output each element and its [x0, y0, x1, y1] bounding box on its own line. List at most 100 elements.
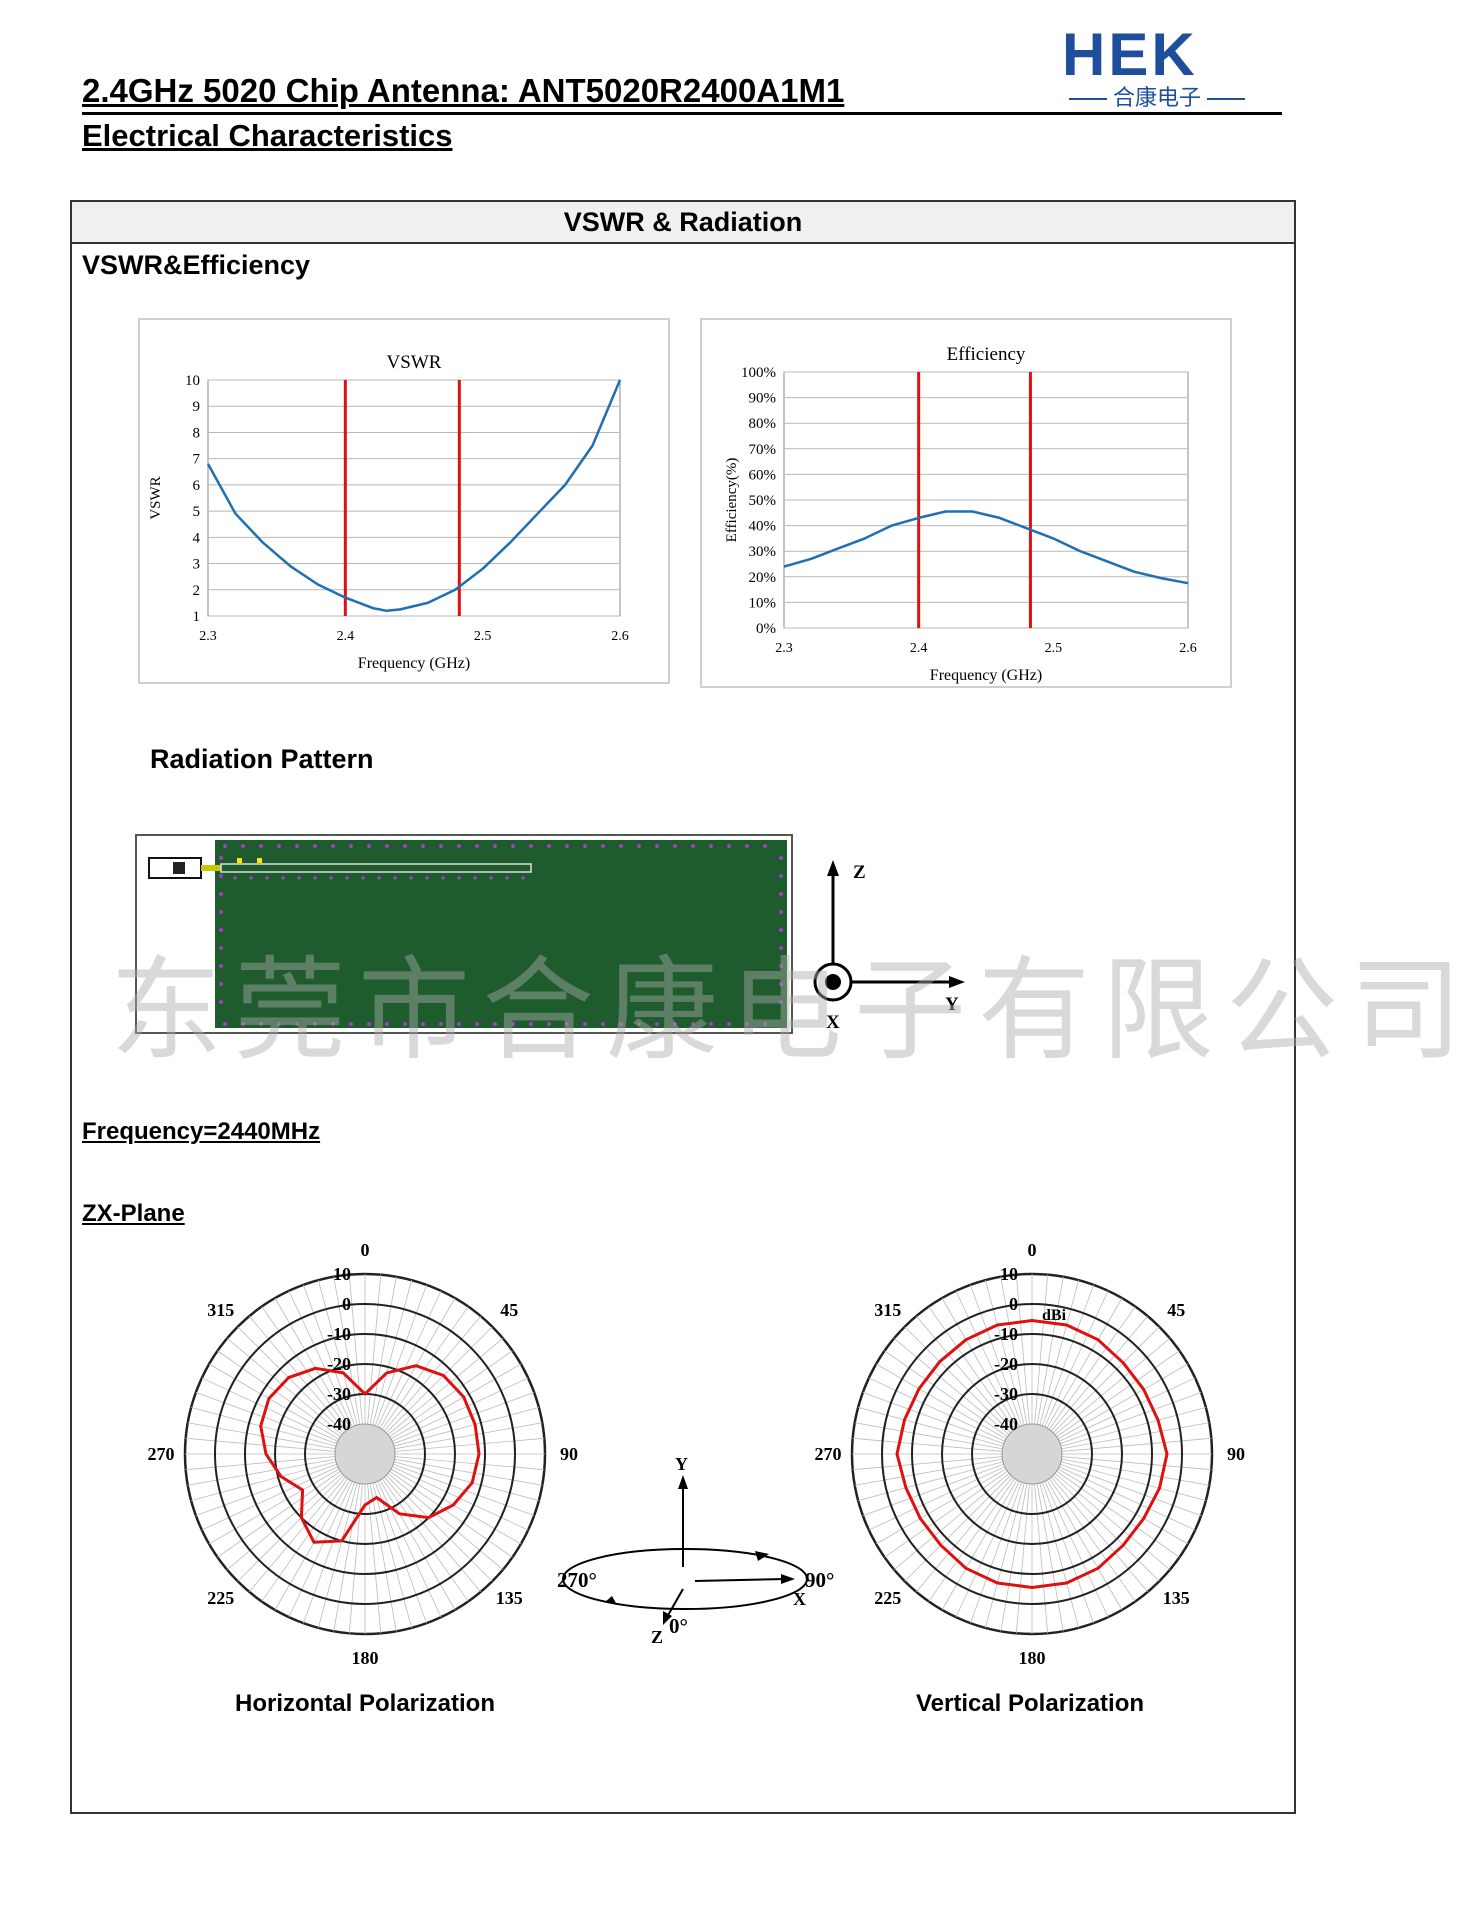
via-dot: [505, 876, 509, 880]
via-dot: [637, 1022, 641, 1026]
via-dot: [779, 874, 783, 878]
ring-label: 10: [333, 1264, 351, 1284]
via-dot: [511, 844, 515, 848]
company-logo: HEK: [1062, 21, 1198, 88]
polar-ring: [881, 1303, 1183, 1605]
horizontal-polarization-label: Horizontal Polarization: [234, 1690, 495, 1717]
y-axis-title: VSWR: [148, 476, 164, 519]
frequency-label: Frequency=2440MHz: [82, 1118, 321, 1145]
company-logo-subtext: 合康电子: [1062, 80, 1252, 112]
y-tick-label: 60%: [749, 467, 777, 483]
ring-label: -30: [994, 1384, 1018, 1404]
via-dot: [727, 844, 731, 848]
via-dot: [709, 844, 713, 848]
y-tick-label: 6: [193, 478, 201, 494]
via-dot: [219, 910, 223, 914]
series-line: [783, 510, 1189, 585]
ring-label: -30: [327, 1384, 351, 1404]
x-tick-label: 2.3: [199, 629, 217, 644]
via-dot: [403, 844, 407, 848]
ring-label: 0: [1009, 1294, 1018, 1314]
via-dot: [259, 844, 263, 848]
via-dot: [457, 876, 461, 880]
via-dot: [403, 1022, 407, 1026]
y-tick-label: 30%: [749, 544, 777, 560]
via-dot: [473, 876, 477, 880]
rot-0-label: 0°: [669, 1614, 688, 1638]
via-dot: [345, 876, 349, 880]
polar-ring: [941, 1363, 1123, 1545]
y-tick-label: 40%: [749, 519, 777, 535]
via-dot: [313, 1022, 317, 1026]
angle-label: 90: [560, 1444, 578, 1464]
vswr-efficiency-label: VSWR&Efficiency: [82, 250, 311, 280]
ring-label: -20: [327, 1354, 351, 1374]
via-dot: [691, 1022, 695, 1026]
ring-label: 10: [1000, 1264, 1018, 1284]
polar-ring: [971, 1393, 1093, 1515]
via-dot: [219, 892, 223, 896]
y-tick-label: 10%: [749, 595, 777, 611]
via-dot: [779, 982, 783, 986]
via-dot: [457, 844, 461, 848]
x-tick-label: 2.4: [337, 629, 355, 644]
ring-label: -20: [994, 1354, 1018, 1374]
via-dot: [475, 1022, 479, 1026]
rot-270-label: 270°: [557, 1568, 597, 1592]
plot-area: [207, 379, 621, 617]
via-dot: [329, 876, 333, 880]
ring-label: 0: [342, 1294, 351, 1314]
via-dot: [241, 844, 245, 848]
via-dot: [529, 1022, 533, 1026]
via-dot: [331, 1022, 335, 1026]
via-dot: [493, 844, 497, 848]
angle-label: 225: [207, 1588, 234, 1608]
y-tick-label: 50%: [749, 493, 777, 509]
via-dot: [763, 1022, 767, 1026]
via-dot: [547, 844, 551, 848]
chart-title: VSWR: [387, 352, 442, 373]
y-tick-label: 20%: [749, 570, 777, 586]
angle-label: 315: [207, 1300, 234, 1320]
via-dot: [421, 1022, 425, 1026]
polar-center-disk: [334, 1423, 396, 1485]
rot-90-label: 90°: [805, 1568, 834, 1592]
x-axis-label: X: [826, 1012, 840, 1033]
via-dot: [361, 876, 365, 880]
via-dot: [457, 1022, 461, 1026]
via-dot: [295, 1022, 299, 1026]
y-tick-label: 9: [193, 399, 201, 415]
via-dot: [241, 1022, 245, 1026]
ring-label: -40: [327, 1414, 351, 1434]
via-dot: [219, 982, 223, 986]
via-dot: [475, 844, 479, 848]
via-dot: [489, 876, 493, 880]
via-dot: [619, 844, 623, 848]
via-dot: [583, 844, 587, 848]
via-dot: [439, 1022, 443, 1026]
angle-label: 270: [815, 1444, 842, 1464]
via-dot: [655, 1022, 659, 1026]
angle-label: 225: [874, 1588, 901, 1608]
via-dot: [223, 844, 227, 848]
y-tick-label: 2: [193, 583, 201, 599]
x-tick-label: 2.6: [1179, 641, 1197, 656]
via-dot: [377, 876, 381, 880]
via-dot: [219, 946, 223, 950]
via-dot: [673, 844, 677, 848]
rot-y-label: Y: [675, 1454, 688, 1474]
polar-ring: [214, 1303, 516, 1605]
x-tick-label: 2.4: [910, 641, 928, 656]
via-dot: [727, 1022, 731, 1026]
z-axis-label: Z: [853, 862, 866, 883]
y-tick-label: 90%: [749, 391, 777, 407]
via-dot: [259, 1022, 263, 1026]
via-dot: [521, 876, 525, 880]
angle-label: 90: [1227, 1444, 1245, 1464]
via-dot: [367, 844, 371, 848]
